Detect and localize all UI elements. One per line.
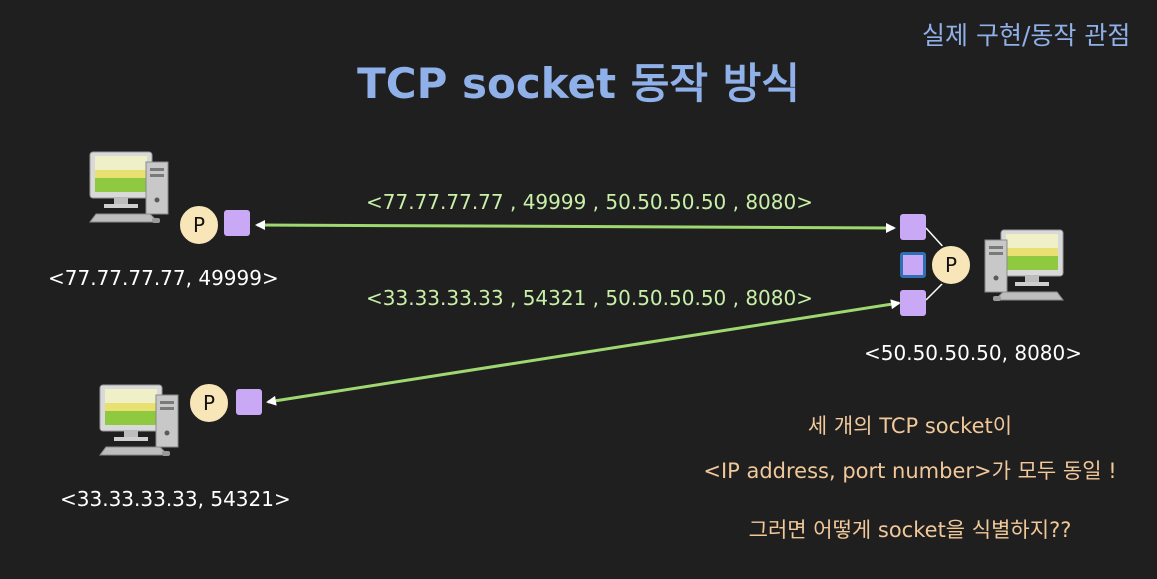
socket-client-b [236, 389, 262, 415]
connection-label-a: <77.77.77.77 , 49999 , 50.50.50.50 , 808… [366, 190, 813, 214]
process-circle-client-b: P [188, 382, 230, 424]
process-circle-server: P [930, 244, 972, 286]
slide-title-text: TCP socket 동작 방식 [357, 59, 800, 108]
computer-icon [99, 384, 179, 457]
connection-label-b: <33.33.33.33 , 54321 , 50.50.50.50 , 808… [366, 286, 813, 310]
computer-icon [985, 230, 1063, 301]
connection-line-a [255, 220, 896, 233]
connection-line-b [266, 299, 901, 406]
computer-icon [89, 151, 169, 224]
client-a-address: <77.77.77.77, 49999> [48, 266, 279, 290]
server-socket-bottom [900, 290, 926, 316]
corner-tag: 실제 구현/동작 관점 [922, 21, 1131, 50]
note-line-2: <IP address, port number>가 모두 동일 ! [703, 459, 1117, 483]
server-socket-listening [900, 252, 926, 278]
server-address: <50.50.50.50, 8080> [864, 341, 1082, 365]
server-socket-top [900, 214, 926, 240]
note-line-3: 그러면 어떻게 socket을 식별하지?? [748, 518, 1072, 542]
socket-client-a [224, 210, 250, 236]
process-circle-client-a: P [178, 204, 220, 246]
client-b-address: <33.33.33.33, 54321> [60, 487, 291, 511]
slide-title: TCP socket 동작 방식 [0, 50, 1157, 111]
note-line-1: 세 개의 TCP socket이 [807, 414, 1013, 438]
